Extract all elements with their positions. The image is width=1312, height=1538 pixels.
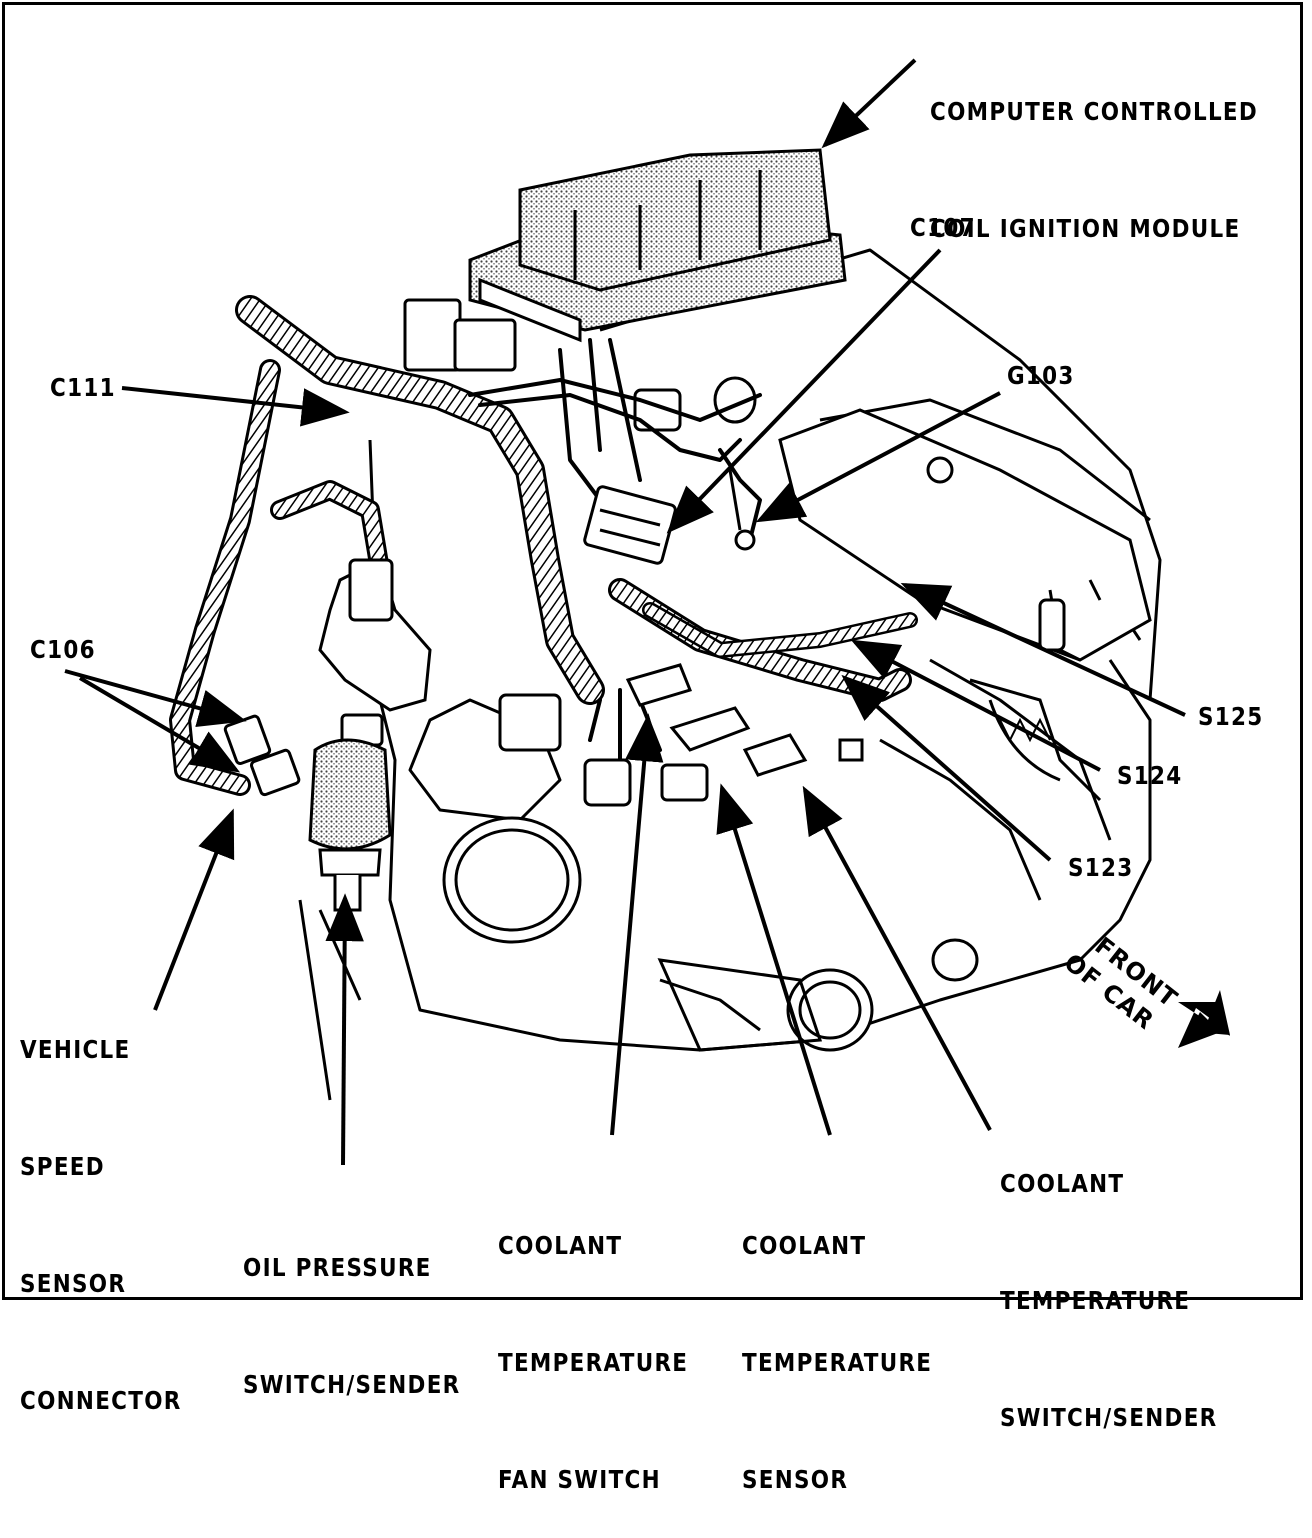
label-s125: S125 [1198,702,1264,731]
leader-c111 [121,386,350,427]
label-c111: C111 [50,373,116,402]
g103-ground [728,469,756,551]
ignition-module-body [468,148,847,343]
module-connectors [403,298,757,432]
label-s124: S124 [1117,761,1183,790]
leader-vss [153,808,235,1011]
leader-g103 [755,391,1001,523]
coolant-sensors [498,663,864,807]
label-c107: C107 [910,213,976,242]
leader-c107 [666,248,942,534]
leader-c106-a [64,669,247,727]
label-oil-pressure-switch-sender: OIL PRESSURE SWITCH/SENDER [243,1253,461,1399]
leader-oil-pressure [325,893,364,1166]
front-arrow-shape [1183,990,1230,1045]
label-s123: S123 [1068,853,1134,882]
timing-cover [442,816,979,1052]
oil-pressure-sender [308,557,432,912]
leader-c106-b [78,676,241,773]
label-coolant-temperature-sensor: COOLANT TEMPERATURE SENSOR [742,1231,933,1494]
leader-s124 [850,639,1101,772]
leader-ignition-module [821,58,917,149]
valve-cover [778,408,1152,662]
label-coolant-temperature-fan-switch: COOLANT TEMPERATURE FAN SWITCH [498,1231,689,1494]
leader-fan-switch [610,713,664,1136]
label-coolant-temperature-switch-sender: COOLANT TEMPERATURE SWITCH/SENDER [1000,1169,1218,1432]
engine-right-detail [969,678,1102,802]
leader-s125 [900,582,1186,717]
label-g103: G103 [1007,361,1075,390]
label-c106: C106 [30,635,96,664]
label-ignition-module: COMPUTER CONTROLLED COIL IGNITION MODULE [930,97,1259,243]
leader-lines [64,58,1186,1166]
engine-wiring-illustration [64,58,1230,1166]
leader-ct-switch [802,785,992,1131]
leader-s123 [841,674,1052,862]
c107-connector [583,485,677,565]
label-vehicle-speed-sensor-connector: VEHICLE SPEED SENSOR CONNECTOR [20,1035,182,1415]
leader-ct-sensor [716,783,832,1136]
